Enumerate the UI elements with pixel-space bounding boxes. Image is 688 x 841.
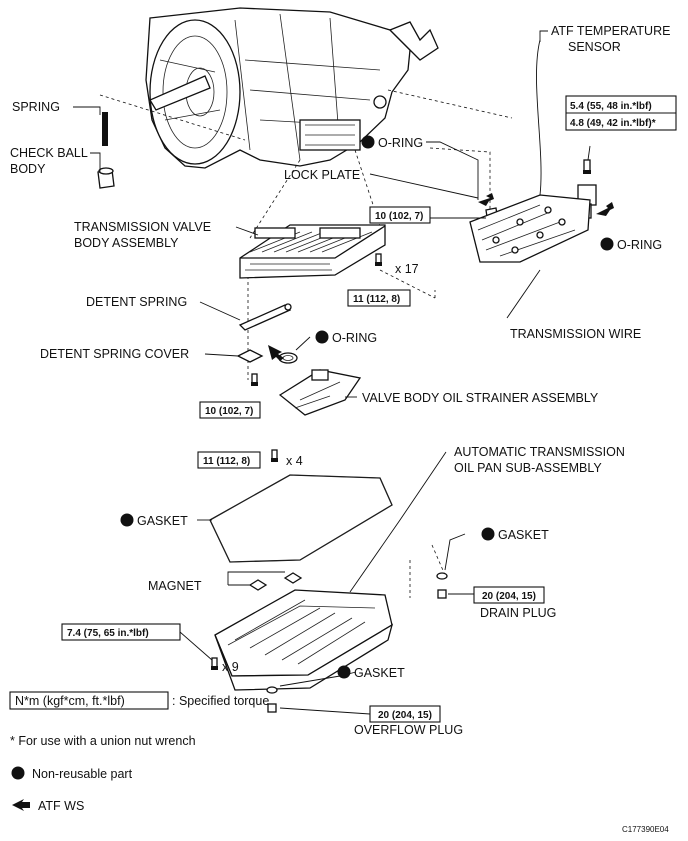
qty-x9: x 9 <box>222 660 239 674</box>
label-tvb-1: TRANSMISSION VALVE <box>74 220 211 234</box>
label-gasket-drain: GASKET <box>498 528 549 542</box>
legend-union-nut: * For use with a union nut wrench <box>10 734 196 748</box>
label-overflow-plug: OVERFLOW PLUG <box>354 723 463 737</box>
torque-box-10-upper: 10 (102, 7) <box>369 206 431 224</box>
bolt-strainer <box>271 449 278 462</box>
non-reusable-dot-oring-upper <box>361 135 375 149</box>
label-atf-sensor-1: ATF TEMPERATURE <box>551 24 670 38</box>
bolt-valve-body <box>375 253 382 266</box>
torque-specs: 5.4 (55, 48 in.*lbf) 4.8 (49, 42 in.*lbf… <box>61 95 677 723</box>
detent-spring-cover <box>236 349 264 363</box>
qty-x4: x 4 <box>286 454 303 468</box>
leader-lines <box>73 30 591 715</box>
legend-non-reusable: Non-reusable part <box>32 767 133 781</box>
label-oil-pan-1: AUTOMATIC TRANSMISSION <box>454 445 625 459</box>
label-detent-spring-cover: DETENT SPRING COVER <box>40 347 189 361</box>
torque-sensor-a: 5.4 (55, 48 in.*lbf) <box>570 101 652 112</box>
label-magnet: MAGNET <box>148 579 202 593</box>
torque-box-11-lower: 11 (112, 8) <box>197 451 261 469</box>
torque-20-overflow: 20 (204, 15) <box>378 710 432 721</box>
torque-box-11-upper: 11 (112, 8) <box>347 289 411 307</box>
bolt-sensor <box>583 159 591 174</box>
bolt-oil-pan <box>211 657 218 670</box>
torque-box-20-drain: 20 (204, 15) <box>473 586 545 604</box>
overflow-plug-parts <box>266 686 278 713</box>
label-spring: SPRING <box>12 100 60 114</box>
legend-atf-arrow-icon <box>12 799 30 811</box>
magnets <box>248 572 303 591</box>
label-detent-spring: DETENT SPRING <box>86 295 187 309</box>
torque-box-20-overflow: 20 (204, 15) <box>369 705 441 723</box>
legend-atf-ws: ATF WS <box>38 799 84 813</box>
torque-box-10-lower: 10 (102, 7) <box>199 401 261 419</box>
transmission-valve-body <box>239 224 386 279</box>
part-labels: SPRING CHECK BALL BODY ATF TEMPERATURE S… <box>10 24 670 737</box>
label-oil-pan-2: OIL PAN SUB-ASSEMBLY <box>454 461 602 475</box>
label-check-ball-1: CHECK BALL <box>10 146 88 160</box>
oil-pan-gasket <box>209 474 393 563</box>
label-tvb-2: BODY ASSEMBLY <box>74 236 179 250</box>
transmission-case <box>145 7 439 169</box>
non-reusable-dot-gasket-pan <box>120 513 134 527</box>
legend-torque-text: : Specified torque <box>172 694 269 708</box>
spring-part <box>102 112 108 146</box>
figure-code: C177390E04 <box>622 825 669 834</box>
non-reusable-dot-gasket-drain <box>481 527 495 541</box>
label-gasket-overflow: GASKET <box>354 666 405 680</box>
non-reusable-dot-oring-strainer <box>315 330 329 344</box>
label-o-ring-upper: O-RING <box>378 136 423 150</box>
bolt-detent-cover <box>251 373 258 386</box>
torque-10-upper: 10 (102, 7) <box>375 211 423 222</box>
label-lock-plate: LOCK PLATE <box>284 168 360 182</box>
torque-box-74: 7.4 (75, 65 in.*lbf) <box>61 623 181 641</box>
non-reusable-dot-oring-sensor <box>600 237 614 251</box>
legend: N*m (kgf*cm, ft.*lbf) : Specified torque… <box>9 691 669 834</box>
label-o-ring-sensor: O-RING <box>617 238 662 252</box>
torque-11-upper: 11 (112, 8) <box>353 294 400 305</box>
transmission-wire <box>469 39 591 263</box>
legend-non-reusable-dot <box>11 766 25 780</box>
legend-torque-box: N*m (kgf*cm, ft.*lbf) <box>15 694 125 708</box>
label-drain-plug: DRAIN PLUG <box>480 606 556 620</box>
torque-box-sensor: 5.4 (55, 48 in.*lbf) 4.8 (49, 42 in.*lbf… <box>565 95 677 131</box>
valve-body-oil-strainer <box>278 369 362 416</box>
torque-74: 7.4 (75, 65 in.*lbf) <box>67 628 149 639</box>
label-check-ball-2: BODY <box>10 162 46 176</box>
label-o-ring-strainer: O-RING <box>332 331 377 345</box>
torque-sensor-b: 4.8 (49, 42 in.*lbf)* <box>570 118 656 129</box>
oil-pan-sub-assembly <box>214 589 394 691</box>
atf-ws-arrows <box>268 193 614 361</box>
qty-x17: x 17 <box>395 262 419 276</box>
torque-20-drain: 20 (204, 15) <box>482 591 536 602</box>
label-transmission-wire: TRANSMISSION WIRE <box>510 327 641 341</box>
label-strainer: VALVE BODY OIL STRAINER ASSEMBLY <box>362 391 599 405</box>
non-reusable-dot-gasket-overflow <box>337 665 351 679</box>
label-gasket-pan: GASKET <box>137 514 188 528</box>
detent-spring <box>238 303 292 331</box>
label-atf-sensor-2: SENSOR <box>568 40 621 54</box>
check-ball-body-part <box>97 167 115 189</box>
torque-11-lower: 11 (112, 8) <box>203 456 250 467</box>
drain-plug-parts <box>436 572 448 599</box>
torque-10-lower: 10 (102, 7) <box>205 406 253 417</box>
